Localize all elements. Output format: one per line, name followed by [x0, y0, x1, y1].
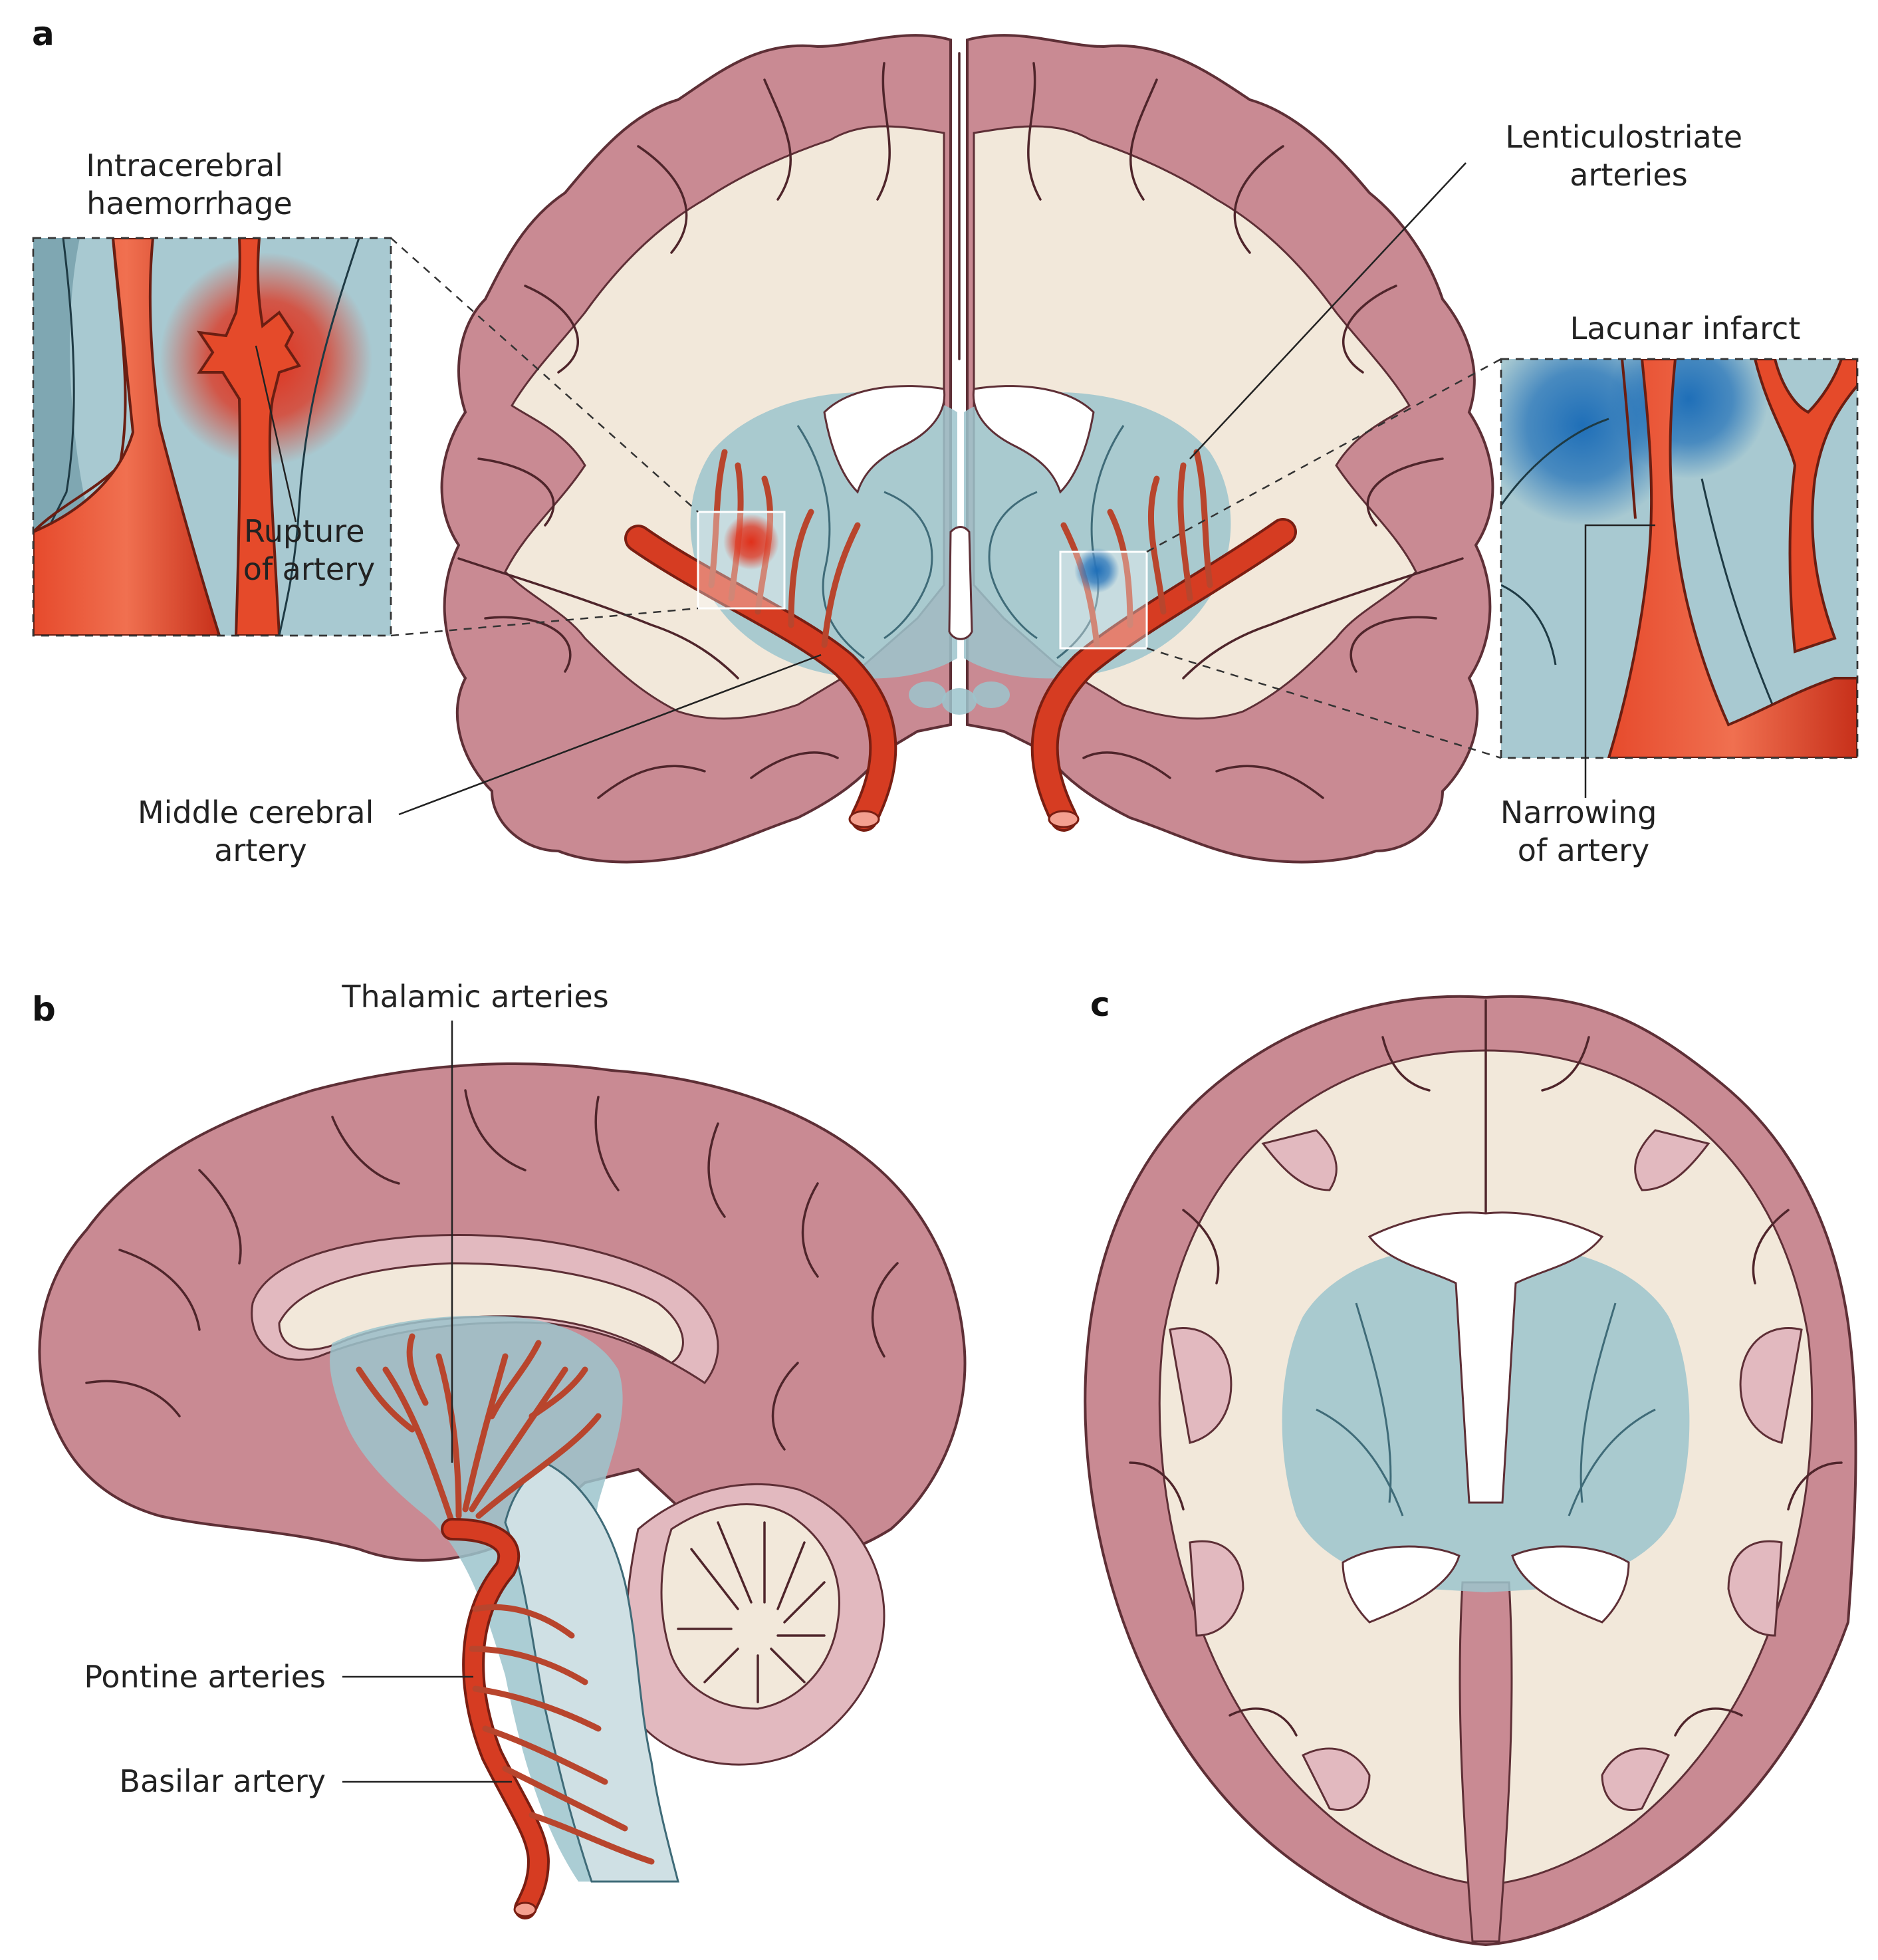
label-basilar-artery: Basilar artery — [119, 1763, 326, 1799]
narrowing-leader-line — [1584, 524, 1655, 798]
haemorrhage-inset — [32, 237, 392, 637]
axial-lateral-ventricles — [1367, 1211, 1604, 1504]
label-pontine-arteries: Pontine arteries — [84, 1659, 326, 1695]
label-rupture-of-artery: Rupture of artery — [243, 513, 376, 587]
panel-b: b — [32, 979, 967, 1919]
lacunar-infarct-inset — [1500, 358, 1859, 759]
left-middle-cerebral-artery — [627, 527, 895, 829]
left-lateral-ventricle — [823, 385, 946, 494]
haemorrhage-spot — [723, 514, 779, 570]
panel-b-letter: b — [32, 990, 56, 1029]
panel-c-letter: c — [1090, 985, 1110, 1024]
pontine-artery-branches — [469, 1604, 655, 1865]
panel-a-letter: a — [32, 15, 55, 53]
basilar-artery — [443, 1521, 548, 1917]
axial-section — [1084, 995, 1857, 1947]
label-intracerebral-haemorrhage: Intracerebral haemorrhage — [86, 148, 293, 221]
infarct-spot — [1074, 548, 1119, 593]
label-middle-cerebral-artery: Middle cerebral artery — [138, 795, 384, 868]
panel-a: a — [32, 15, 1859, 868]
coronal-section — [440, 34, 1494, 864]
lenticulostriate-leader-line — [1189, 162, 1467, 459]
rupture-leader-line — [255, 345, 297, 523]
panel-c: c — [1084, 985, 1857, 1947]
mca-leader-line — [398, 654, 822, 816]
right-lateral-ventricle — [972, 385, 1095, 494]
label-lenticulostriate-arteries: Lenticulostriate arteries — [1505, 119, 1752, 193]
thalamic-artery-tree — [356, 1333, 602, 1526]
third-ventricle — [948, 526, 973, 640]
sagittal-section — [38, 1062, 967, 1919]
label-narrowing-of-artery: Narrowing of artery — [1500, 795, 1667, 868]
label-thalamic-arteries: Thalamic arteries — [341, 979, 608, 1015]
right-middle-cerebral-artery — [1033, 521, 1294, 829]
label-lacunar-infarct: Lacunar infarct — [1570, 310, 1801, 346]
